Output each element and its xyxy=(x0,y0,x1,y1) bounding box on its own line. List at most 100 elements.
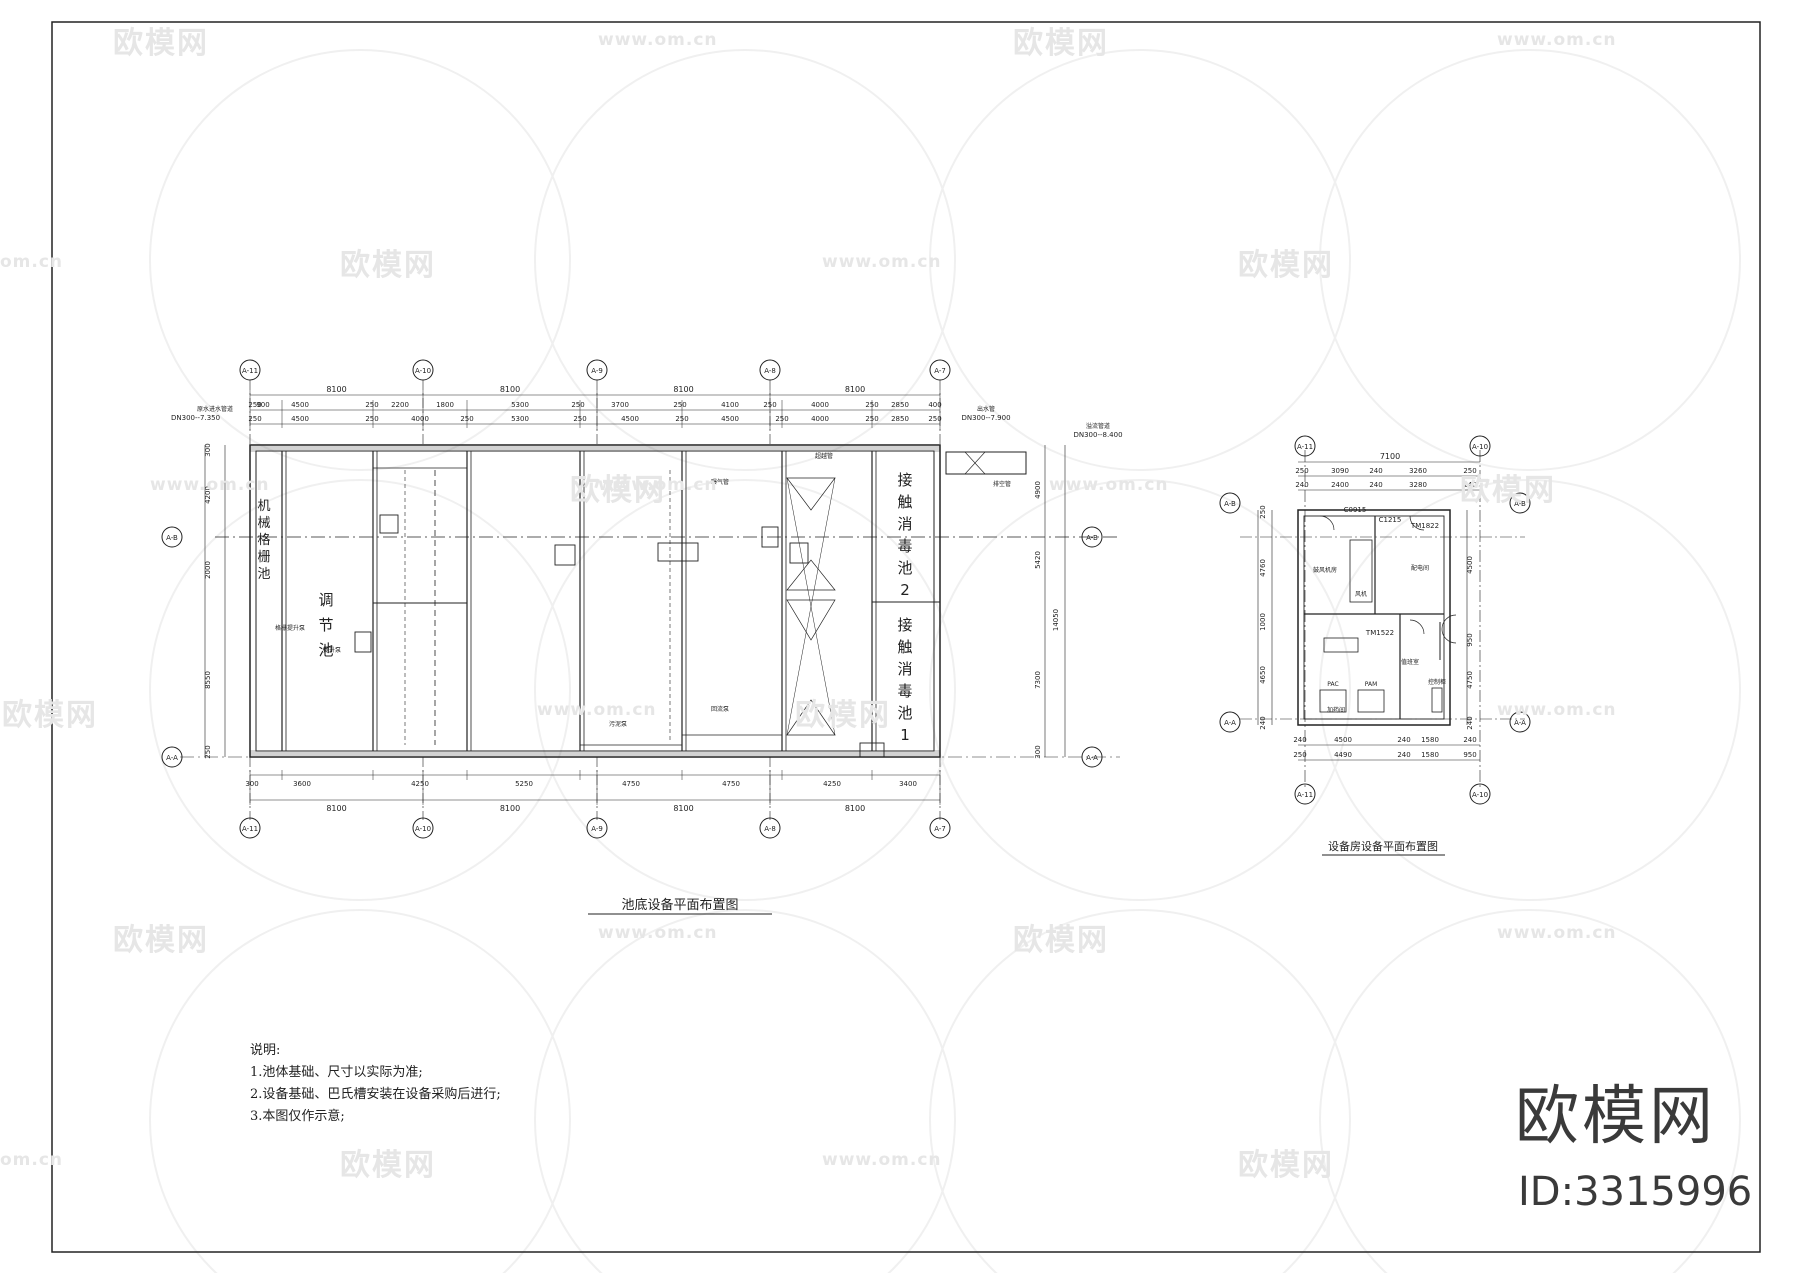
dim-top: 8100 xyxy=(500,385,520,394)
dim-right: 4900 xyxy=(1034,481,1042,499)
dim-left: 300 xyxy=(204,443,212,456)
callout-aeration: 曝气管 xyxy=(711,478,729,486)
room-label-screen: 格 xyxy=(257,532,270,548)
watermark-arc xyxy=(149,479,571,901)
callout-return: 回流泵 xyxy=(711,705,729,713)
room-label-disinfect-2: 2 xyxy=(900,581,910,599)
room-dim-top-2: 240 xyxy=(1369,467,1382,475)
dim-bottom: 4250 xyxy=(411,780,429,788)
grid-bubble-top xyxy=(586,359,608,381)
dim-bottom: 3600 xyxy=(293,780,311,788)
dim-bottom: 4750 xyxy=(622,780,640,788)
dim-top-3: 2850 xyxy=(891,415,909,423)
grid-bubble-bottom xyxy=(412,817,434,839)
dim-top-3: 250 xyxy=(365,415,378,423)
dim-right: 5420 xyxy=(1034,551,1042,569)
room-grid-bubble-top xyxy=(1294,435,1316,457)
sheet-border xyxy=(51,21,1761,1253)
room-label-disinfect-2: 接 xyxy=(897,471,912,489)
dim-bottom: 4750 xyxy=(722,780,740,788)
dim-top-3: 4500 xyxy=(291,415,309,423)
room-grid-bubble-right-label: A-A xyxy=(1514,719,1526,727)
room-label-disinfect-1: 接 xyxy=(897,616,912,634)
watermark-arc xyxy=(929,479,1351,901)
room-grid-bubble-top xyxy=(1469,435,1491,457)
hopper-outline xyxy=(786,559,836,591)
room-label-disinfect-1: 池 xyxy=(897,704,912,722)
room-equipment xyxy=(1319,689,1347,713)
room-door-label: C0915 xyxy=(1344,506,1367,514)
notes-item-2: 2.设备基础、巴氏槽安装在设备采购后进行; xyxy=(250,1087,501,1102)
grid-bubble-top xyxy=(239,359,261,381)
room-text: 鼓风机房 xyxy=(1313,566,1337,574)
brand-id: ID:3315996 xyxy=(1518,1169,1753,1215)
room-dim-bottom-2: 1580 xyxy=(1421,751,1439,759)
grid-bubble-top-label: A-11 xyxy=(242,367,258,375)
room-dim-left: 240 xyxy=(1259,716,1267,729)
dim-top-3: 4500 xyxy=(721,415,739,423)
watermark-arc xyxy=(534,49,956,471)
grid-bubble-top-label: A-7 xyxy=(934,367,946,375)
dim-top-2: 250 xyxy=(248,401,261,409)
dim-right: 300 xyxy=(1034,745,1042,758)
outlet-chamber-line xyxy=(964,451,986,475)
room-dim-top-2: 3090 xyxy=(1331,467,1349,475)
dim-top-3: 4000 xyxy=(811,415,829,423)
room-label-screen: 池 xyxy=(257,567,270,582)
room-grid-bubble-right xyxy=(1509,711,1531,733)
room-label-disinfect-2: 池 xyxy=(897,559,912,577)
dim-bottom-2: 8100 xyxy=(500,804,520,813)
outlet-chamber xyxy=(945,451,1027,475)
room-dim-top-3: 240 xyxy=(1295,481,1308,489)
watermark-arc xyxy=(1319,49,1741,471)
room-equipment-label: PAM xyxy=(1365,681,1378,688)
grid-bubble-right xyxy=(1081,746,1103,768)
notes-item-3: 3.本图仅作示意; xyxy=(250,1109,345,1124)
room-dim-left: 4760 xyxy=(1259,559,1267,577)
grid-bubble-top-label: A-10 xyxy=(415,367,431,375)
tank-outer-wall xyxy=(249,444,941,758)
room-grid-bubble-bottom xyxy=(1294,783,1316,805)
callout-outlet-pipe: DN300--7.900 xyxy=(961,414,1010,422)
door-swing xyxy=(1319,515,1335,531)
equipment-box xyxy=(657,542,699,562)
room-label-screen: 机 xyxy=(257,499,270,514)
room-grid-bubble-right xyxy=(1509,492,1531,514)
dim-top-2: 1800 xyxy=(436,401,454,409)
dim-left: 250 xyxy=(204,745,212,758)
dim-bottom-2: 8100 xyxy=(326,804,346,813)
grid-bubble-left xyxy=(161,746,183,768)
room-label-disinfect-1: 毒 xyxy=(897,682,912,700)
room-grid-bubble-left-label: A-B xyxy=(1224,500,1236,508)
plan-main-title: 池底设备平面布置图 xyxy=(621,897,738,913)
room-label-screen: 栅 xyxy=(257,550,270,565)
tank-inner-wall xyxy=(255,450,935,752)
watermark-arc xyxy=(534,909,956,1277)
dim-top-2: 4100 xyxy=(721,401,739,409)
dim-top-2: 900 xyxy=(256,401,269,409)
dim-bottom-2: 8100 xyxy=(673,804,693,813)
grid-bubble-bottom-label: A-10 xyxy=(415,825,431,833)
room-equipment-label: 控制柜 xyxy=(1428,678,1446,686)
dim-left: 8550 xyxy=(204,671,212,689)
dim-bottom: 4250 xyxy=(823,780,841,788)
watermark-arc xyxy=(149,909,571,1277)
equipment-box xyxy=(789,542,809,564)
grid-bubble-top-label: A-8 xyxy=(764,367,776,375)
room-grid-bubble-top-label: A-11 xyxy=(1297,443,1313,451)
room-dim-top-3: 2400 xyxy=(1331,481,1349,489)
room-dim-right: 4500 xyxy=(1466,556,1474,574)
room-dim-right: 240 xyxy=(1466,716,1474,729)
room-dim-bottom-2: 950 xyxy=(1463,751,1476,759)
notes-item-1: 1.池体基础、尺寸以实际为准; xyxy=(250,1065,423,1080)
dim-top-2: 5300 xyxy=(511,401,529,409)
grid-bubble-bottom-label: A-11 xyxy=(242,825,258,833)
equipment-box xyxy=(379,514,399,534)
room-dim-top-total: 7100 xyxy=(1380,452,1400,461)
equipment-box xyxy=(354,631,372,653)
dim-top-2: 2200 xyxy=(391,401,409,409)
room-grid-bubble-top-label: A-10 xyxy=(1472,443,1488,451)
dim-top-2: 4000 xyxy=(811,401,829,409)
room-label-regulating: 调 xyxy=(318,591,333,609)
room-door-label: TM1522 xyxy=(1365,629,1394,637)
